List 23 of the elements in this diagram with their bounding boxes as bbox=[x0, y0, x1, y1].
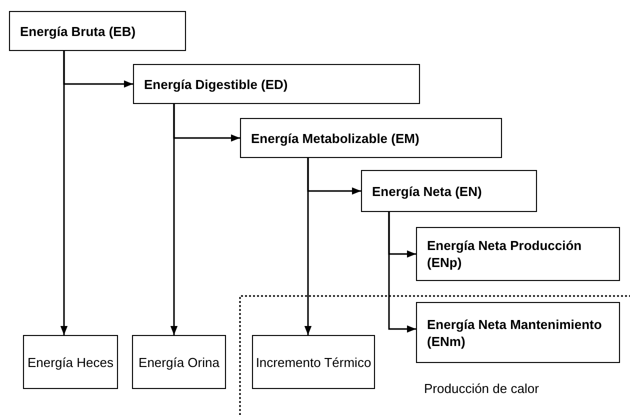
process-box bbox=[416, 302, 620, 363]
node-label: Incremento Térmico bbox=[256, 354, 372, 370]
process-box bbox=[132, 335, 226, 389]
process-box bbox=[240, 118, 502, 158]
node-label: Energía Bruta (EB) bbox=[19, 22, 136, 40]
node-label: Energía Orina bbox=[138, 354, 220, 370]
process-box bbox=[416, 227, 620, 281]
arrow bbox=[388, 212, 416, 333]
node-label: Energía Neta Producción (ENp) bbox=[426, 237, 583, 271]
process-box bbox=[361, 170, 537, 212]
process-box bbox=[252, 335, 375, 389]
process-box bbox=[23, 335, 118, 389]
process-box bbox=[133, 64, 420, 104]
node-label: Energía Digestible (ED) bbox=[143, 76, 288, 92]
node-label: Energía Neta Mantenimiento (ENm) bbox=[426, 316, 603, 350]
process-box bbox=[9, 11, 186, 51]
node-label: Energía Neta (EN) bbox=[371, 182, 482, 200]
arrow bbox=[170, 104, 178, 335]
node-label: Energía Heces bbox=[28, 354, 114, 370]
node-label: Energía Metabolizable (EM) bbox=[250, 130, 420, 146]
region-label: Producción de calor bbox=[424, 381, 539, 396]
arrow bbox=[304, 158, 312, 335]
arrow bbox=[60, 51, 68, 335]
